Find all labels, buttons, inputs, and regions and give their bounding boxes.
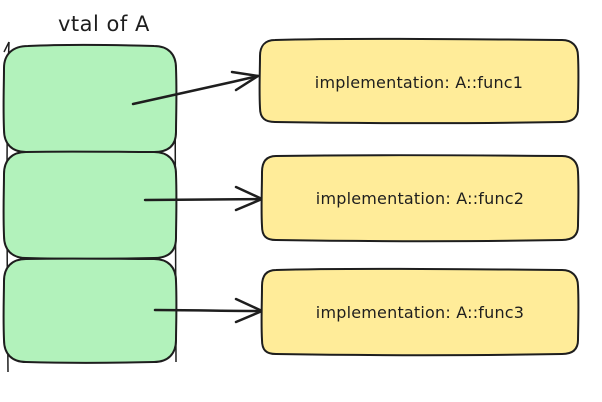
implementation-box-func3: implementation: A::func3: [260, 267, 580, 357]
vtable-slot-3: [2, 257, 178, 364]
implementation-label-func1: implementation: A::func1: [315, 73, 523, 92]
implementation-label-func2: implementation: A::func2: [316, 189, 524, 208]
vtable-title: vtal of A: [58, 12, 150, 36]
implementation-label-func3: implementation: A::func3: [316, 303, 524, 322]
vtable-slot-1: [2, 43, 178, 154]
arrow-slot-1-to-func1: [131, 70, 260, 106]
arrow-slot-3-to-func3: [153, 297, 264, 324]
vtable-slot-2: [2, 150, 178, 260]
implementation-box-func2: implementation: A::func2: [260, 154, 580, 243]
arrow-slot-2-to-func2: [143, 185, 264, 212]
implementation-box-func1: implementation: A::func1: [258, 37, 580, 125]
